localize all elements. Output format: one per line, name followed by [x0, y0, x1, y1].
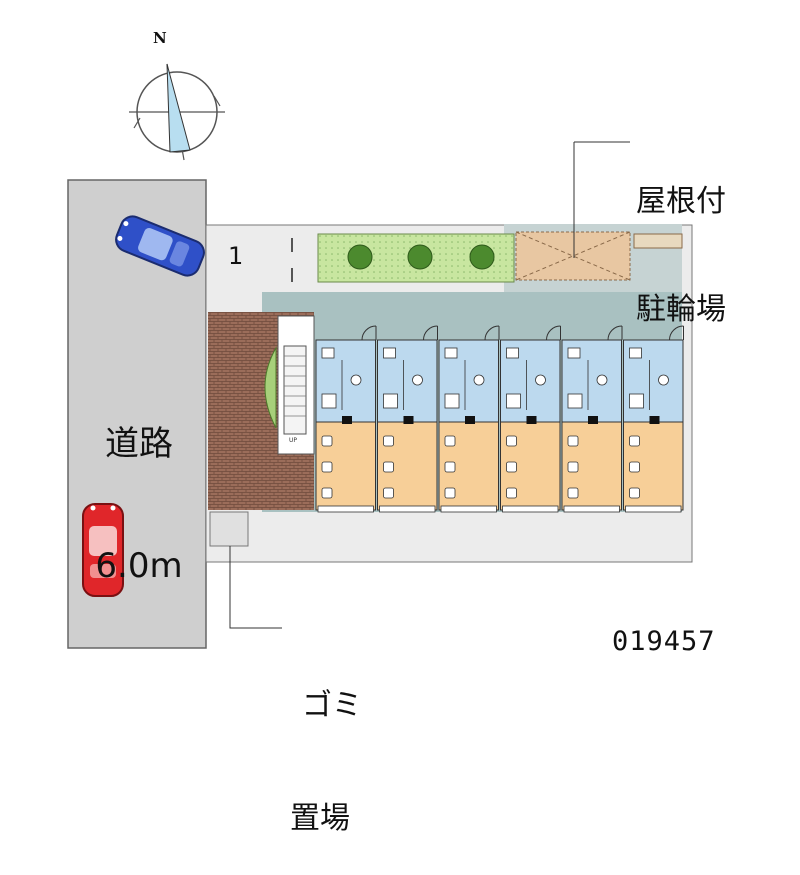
apartment-unit	[561, 325, 623, 513]
apartment-unit	[623, 325, 684, 513]
bicycle-parking-label-line2: 駐輪場	[636, 292, 726, 327]
stair: UP	[277, 315, 315, 455]
car-red-icon	[82, 503, 124, 597]
parking-space-number: 1	[228, 242, 244, 270]
bicycle-parking-area	[515, 231, 683, 281]
property-code: 019457	[612, 626, 716, 657]
road-name: 道路	[105, 423, 173, 464]
car-blue-icon	[115, 215, 205, 277]
garbage-label-line2: 置場	[290, 800, 350, 836]
apartment-unit	[315, 325, 377, 513]
compass-north-label: N	[153, 29, 167, 47]
site-plan: UP	[67, 63, 693, 649]
garbage-leader-line	[229, 546, 282, 629]
bicycle-parking-label-line1: 屋根付	[636, 184, 726, 219]
garbage-label: ゴミ 置場	[290, 612, 362, 875]
road-width: 6.0m	[95, 545, 183, 586]
apartment-unit	[500, 325, 561, 513]
apartment-unit	[377, 325, 438, 513]
stair-label: UP	[289, 437, 297, 444]
bicycle-parking-label: 屋根付 駐輪場	[636, 112, 726, 364]
north-arrow-icon	[166, 63, 191, 153]
road-label: 道路 6.0m	[84, 342, 194, 628]
planting-bed	[317, 233, 515, 283]
garbage-label-line1: ゴミ	[302, 688, 362, 723]
apartment-unit	[438, 325, 500, 513]
hedge	[264, 346, 277, 429]
compass	[129, 63, 225, 161]
units-block	[315, 325, 684, 513]
garbage-area	[209, 511, 249, 547]
